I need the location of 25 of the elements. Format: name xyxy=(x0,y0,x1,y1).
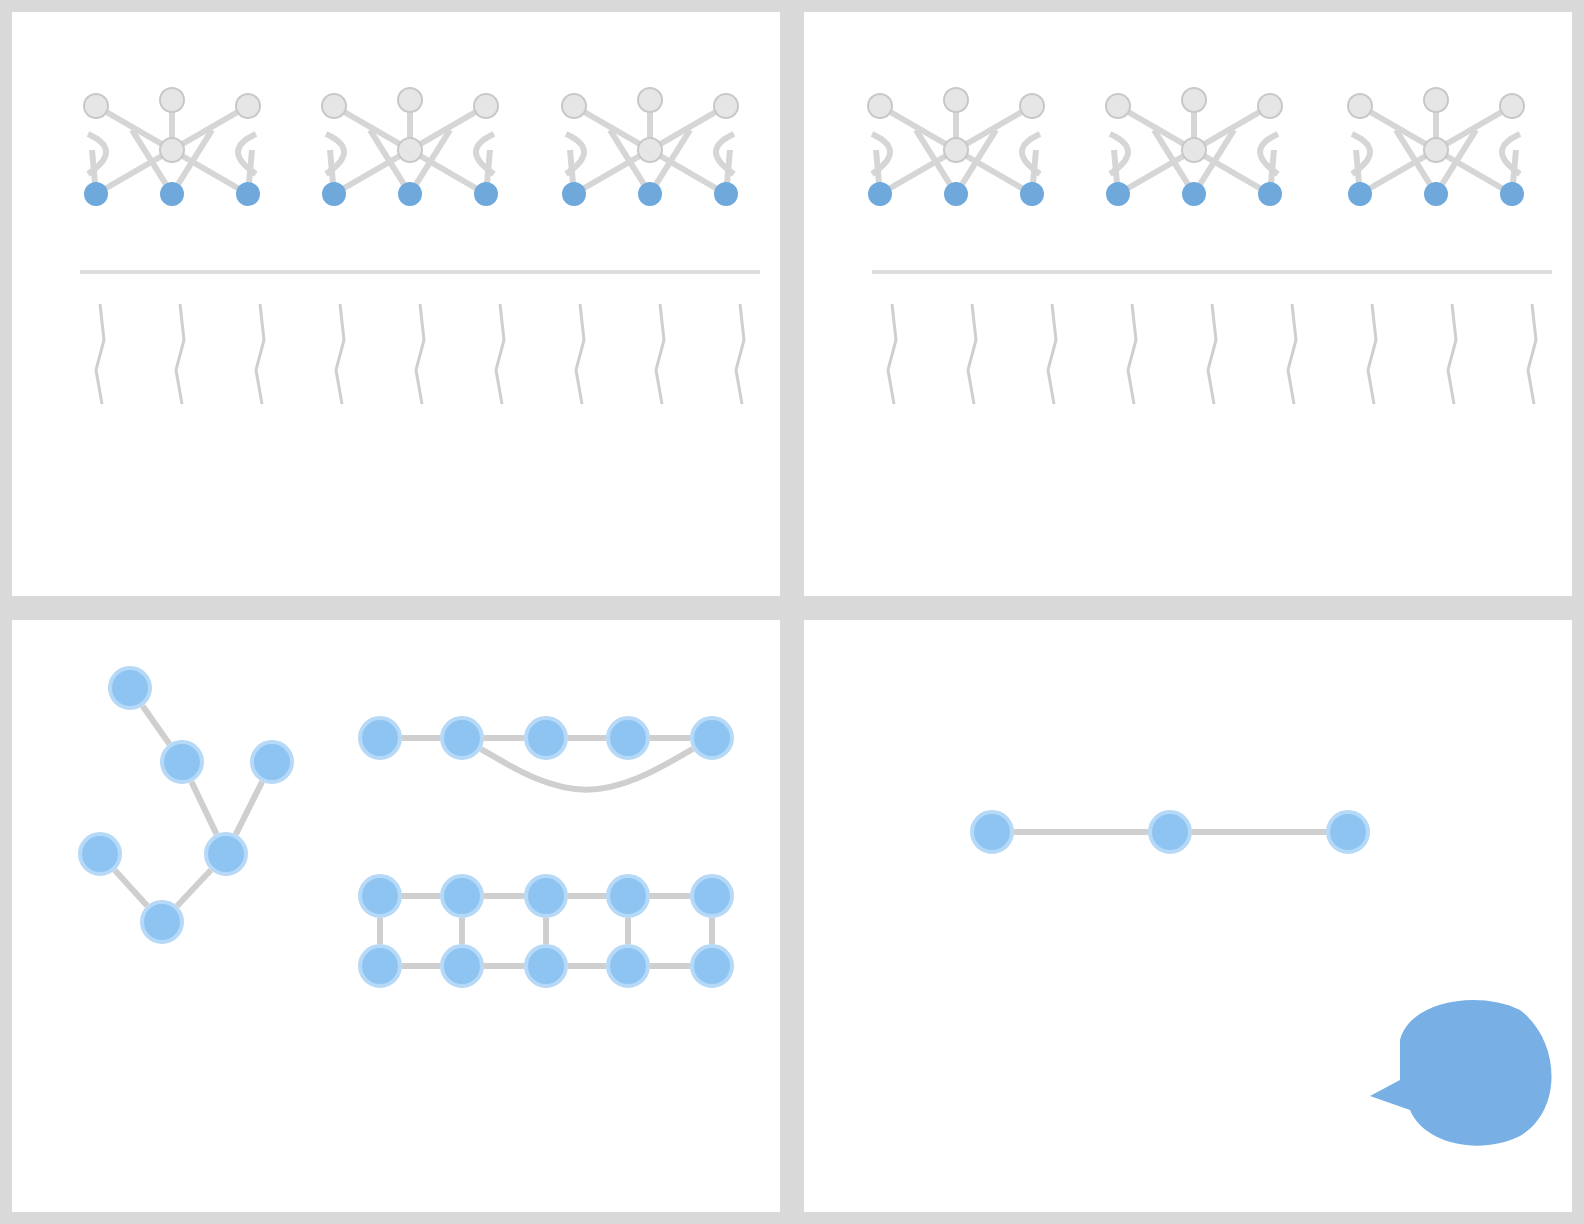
connector-line xyxy=(459,918,465,944)
connector-line xyxy=(484,893,524,899)
connector-line xyxy=(479,746,695,793)
connector-line xyxy=(112,868,150,908)
connector-line xyxy=(402,963,440,969)
connector-line xyxy=(188,780,220,836)
connector-line xyxy=(650,893,690,899)
connector-line xyxy=(625,918,631,944)
connector-line xyxy=(650,963,690,969)
connector-line xyxy=(140,704,172,746)
connector-line xyxy=(568,735,606,741)
connector-line xyxy=(484,963,524,969)
connector-line xyxy=(650,735,690,741)
connector-line xyxy=(233,780,265,836)
connector-line xyxy=(402,735,440,741)
connector-line xyxy=(1014,829,1148,835)
connector-line xyxy=(568,893,606,899)
connector-line xyxy=(1192,829,1326,835)
connector-line xyxy=(568,963,606,969)
connector-line xyxy=(543,918,549,944)
connector-line xyxy=(377,918,383,944)
connector-line xyxy=(402,893,440,899)
connector-line xyxy=(174,867,214,909)
connector-line xyxy=(709,918,715,944)
connector-line xyxy=(484,735,524,741)
